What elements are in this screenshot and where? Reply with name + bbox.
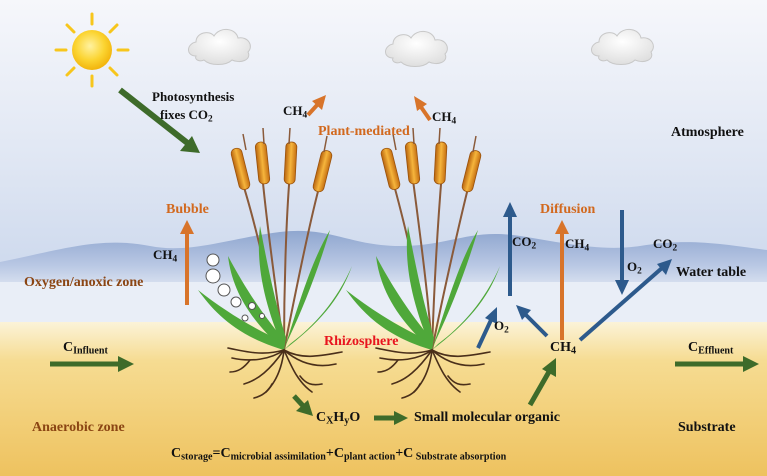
photosynthesis-arrow <box>118 87 200 153</box>
cattail-plant-icon <box>346 127 500 351</box>
o2-down-arrow <box>615 210 629 295</box>
organic-to-ch4-arrow <box>527 358 556 407</box>
root-icon <box>375 347 491 399</box>
substrate-soil <box>0 322 767 476</box>
plant-mediated-arrow-right <box>414 96 432 122</box>
bubble-icon <box>205 253 265 322</box>
cattail-plant-icon <box>198 127 352 351</box>
cxhyo-to-organic-arrow <box>374 411 408 425</box>
co2-label-right: CO2 <box>653 236 678 254</box>
oxygen-anoxic-zone-label: Oxygen/anoxic zone <box>24 275 144 290</box>
o2-label-right: O2 <box>627 259 642 277</box>
sun-icon <box>54 12 130 88</box>
c-effluent-label: CEffluent <box>688 340 734 357</box>
effluent-arrow <box>675 356 759 372</box>
ch4-label-plant-right: CH4 <box>432 109 457 127</box>
rhizo-o2-arrow <box>476 307 497 349</box>
plant-mediated-arrow-left <box>306 95 326 117</box>
ch4-label-bubble: CH4 <box>153 247 178 265</box>
influent-arrow <box>50 356 134 372</box>
diffusion-arrow <box>555 220 569 340</box>
rhizosphere-label: Rhizosphere <box>324 334 399 349</box>
ch4-to-co2-arrow <box>578 259 672 342</box>
substrate-label: Substrate <box>678 420 736 435</box>
cloud-icon <box>188 29 251 65</box>
plant-mediated-label: Plant-mediated <box>318 124 410 139</box>
root-to-cxhyo-arrow <box>292 394 313 416</box>
atmosphere-label: Atmosphere <box>671 125 744 140</box>
photosynthesis-label-line1: Photosynthesis <box>152 89 235 104</box>
photosynthesis-label-line2: fixes CO2 <box>160 107 213 125</box>
diffusion-label: Diffusion <box>540 202 596 217</box>
ch4-label-plant-left: CH4 <box>283 103 308 121</box>
cloud-icon <box>591 29 654 65</box>
ch4-label-diffusion: CH4 <box>565 236 590 254</box>
carbon-storage-equation: Cstorage=Cmicrobial assimilation+Cplant … <box>171 446 507 463</box>
cloud-icon <box>385 31 448 67</box>
o2-to-co2-up-arrow <box>503 202 517 296</box>
ch4-label-source: CH4 <box>550 340 577 357</box>
bubble-label: Bubble <box>166 202 209 217</box>
anaerobic-zone-label: Anaerobic zone <box>32 420 125 435</box>
c-influent-label: CInfluent <box>63 340 108 357</box>
o2-label-left: O2 <box>494 318 509 336</box>
root-icon <box>227 347 343 399</box>
ch4-to-o2-arrow <box>516 305 549 338</box>
co2-label-left: CO2 <box>512 234 537 252</box>
cxhyo-label: CXHyO <box>316 410 361 427</box>
water-table-label: Water table <box>676 265 747 280</box>
bubble-arrow <box>180 220 194 305</box>
small-molecular-organic-label: Small molecular organic <box>414 410 560 425</box>
